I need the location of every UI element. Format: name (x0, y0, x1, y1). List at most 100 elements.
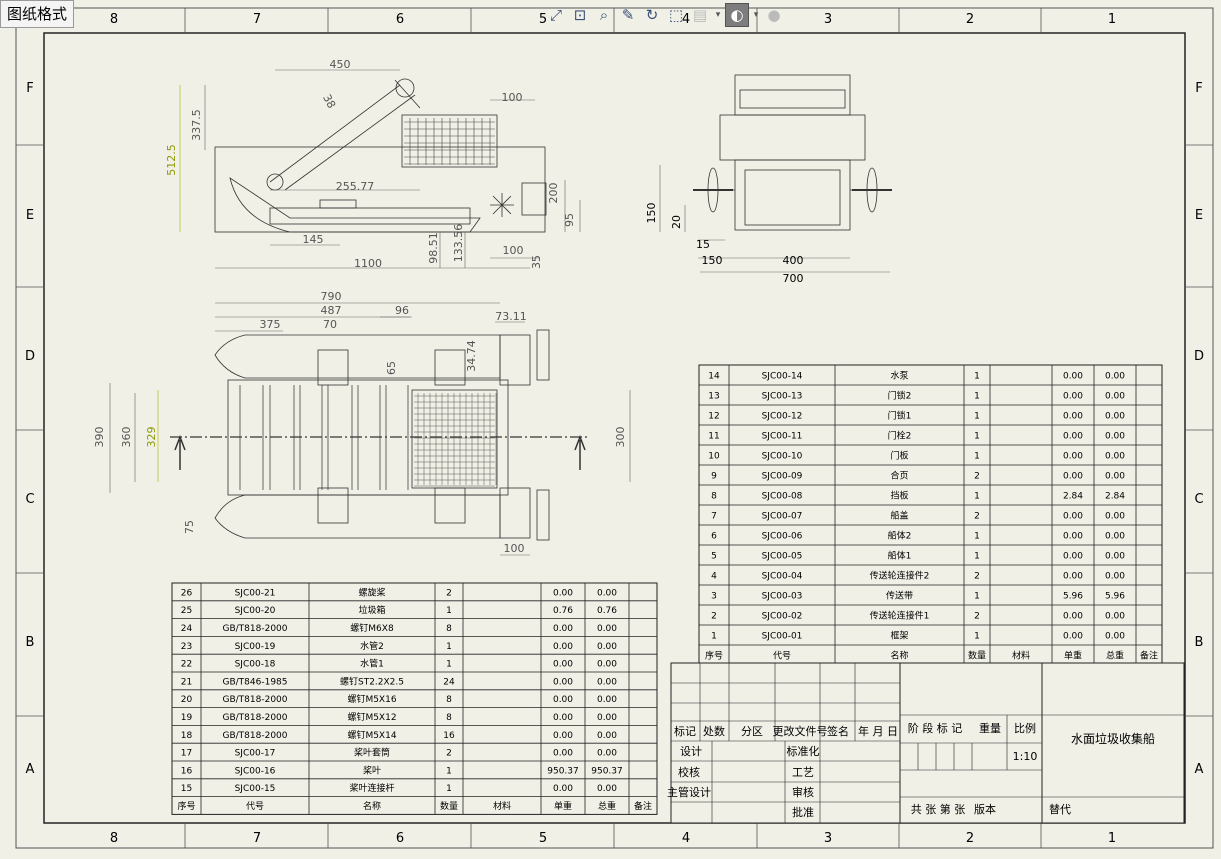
table-cell: 16 (443, 731, 455, 741)
dimension-label: 337.5 (190, 109, 203, 141)
zoom-pan-icon[interactable]: ✎ (621, 6, 635, 24)
table-cell: 24 (181, 624, 193, 634)
table-cell: 螺钉M5X14 (347, 730, 396, 741)
table-cell: 门板 (890, 450, 908, 462)
table-cell: 0.00 (597, 784, 617, 794)
table-cell: 1 (974, 392, 980, 402)
table-cell: SJC00-08 (762, 492, 803, 502)
table-cell: 2 (974, 572, 980, 582)
table-cell: SJC00-06 (762, 532, 803, 542)
table-header-cell: 数量 (440, 800, 458, 812)
dimension-label: 150 (645, 203, 658, 224)
hide-show-icon[interactable]: ◐ (725, 3, 749, 27)
table-cell: 0.00 (1105, 572, 1125, 582)
lights-icon[interactable]: ● (767, 6, 781, 24)
zoom-in-out-icon[interactable]: ⌕ (599, 6, 609, 24)
table-header-cell: 代号 (246, 801, 264, 812)
view-orientation-icon[interactable]: ⬚ (668, 6, 684, 24)
dimension-label: 375 (260, 318, 281, 331)
table-cell: 门锁1 (888, 410, 912, 422)
table-cell: 0.00 (1105, 452, 1125, 462)
zoom-to-area-icon[interactable]: ⊡ (573, 6, 587, 24)
table-cell: 0.00 (1063, 452, 1083, 462)
table-cell: 14 (708, 372, 720, 382)
table-cell: 17 (181, 749, 192, 759)
table-header-cell: 序号 (705, 650, 723, 662)
table-cell: 0.00 (1105, 372, 1125, 382)
table-cell: 门栓2 (888, 430, 912, 442)
table-cell: SJC00-11 (762, 432, 803, 442)
table-cell: 0.00 (553, 677, 573, 687)
table-cell: SJC00-21 (235, 588, 276, 598)
table-cell: GB/T818-2000 (222, 731, 287, 741)
chevron-down-icon[interactable]: ▾ (753, 10, 759, 20)
table-cell: 12 (708, 412, 719, 422)
title-block-label: 处数 (703, 725, 725, 738)
title-block-label: 分区 (741, 725, 763, 738)
table-cell: SJC00-14 (762, 372, 803, 382)
title-block-label: 替代 (1049, 802, 1071, 816)
chevron-down-icon[interactable]: ▾ (715, 10, 721, 20)
table-header-cell: 数量 (968, 650, 986, 662)
dimension-label: 15 (696, 238, 710, 251)
table-cell: 合页 (890, 470, 908, 482)
table-cell: 0.00 (553, 731, 573, 741)
title-block-label: 工艺 (792, 766, 814, 779)
table-cell: 0.00 (597, 624, 617, 634)
table-cell: 0.00 (597, 749, 617, 759)
zone-col-bottom: 4 (682, 831, 690, 846)
view-toolbar: ⤢ ⊡ ⌕ ✎ ↻ ⬚ ▤ ▾ ◐ ▾ ● (545, 2, 785, 28)
display-style-icon[interactable]: ▤ (692, 6, 708, 24)
zoom-to-fit-icon[interactable]: ⤢ (549, 6, 562, 24)
outer-border (15, 7, 1214, 849)
table-cell: 0.00 (553, 588, 573, 598)
table-cell: 0.00 (1063, 372, 1083, 382)
table-cell: 0.00 (1063, 532, 1083, 542)
table-cell: 950.37 (591, 766, 623, 776)
table-cell: 2 (711, 612, 717, 622)
table-cell: 0.00 (1063, 472, 1083, 482)
table-cell: 桨叶 (363, 764, 381, 776)
dimension-label: 1100 (354, 257, 382, 270)
title-block-label: 标记 (674, 724, 696, 738)
dimension-label: 360 (120, 427, 133, 448)
dimension-label: 100 (502, 91, 523, 104)
rotate-icon[interactable]: ↻ (645, 6, 659, 24)
table-cell: 2 (974, 612, 980, 622)
dimension-label: 20 (670, 215, 683, 229)
zone-col-top: 7 (253, 12, 261, 27)
table-cell: 8 (446, 624, 452, 634)
table-cell: SJC00-18 (235, 660, 276, 670)
table-cell: SJC00-02 (762, 612, 803, 622)
table-cell: SJC00-20 (235, 606, 276, 616)
side-view (179, 69, 581, 269)
drawing-title: 水面垃圾收集船 (1071, 731, 1155, 746)
table-cell: 水泵 (890, 370, 908, 382)
table-cell: 螺钉M5X16 (347, 694, 396, 705)
sheet-format-tab[interactable]: 图纸格式 (0, 0, 74, 28)
table-cell: SJC00-13 (762, 392, 803, 402)
table-cell: 0.00 (1105, 552, 1125, 562)
zone-col-bottom: 7 (253, 831, 261, 846)
table-cell: 4 (711, 572, 717, 582)
table-cell: 2.84 (1063, 492, 1083, 502)
table-cell: 5.96 (1063, 592, 1083, 602)
title-block: 标记处数分区更改文件号签名年 月 日设计标准化校核工艺主管设计审核批准阶 段 标… (667, 662, 1185, 824)
zone-row-right: A (1195, 762, 1204, 777)
table-cell: 0.00 (1105, 392, 1125, 402)
zone-col-top: 3 (824, 12, 832, 27)
zone-row-left: A (26, 762, 35, 777)
zone-row-right: E (1195, 208, 1203, 223)
table-cell: 螺钉M5X12 (347, 712, 396, 723)
title-block-sheets: 共 张 第 张 (911, 802, 966, 816)
title-block-label: 版本 (974, 802, 996, 816)
table-cell: 9 (711, 472, 717, 482)
dimension-label: 390 (93, 427, 106, 448)
zone-row-left: F (26, 81, 33, 96)
zone-col-top: 5 (539, 12, 547, 27)
table-cell: 1 (974, 532, 980, 542)
table-cell: SJC00-05 (762, 552, 803, 562)
